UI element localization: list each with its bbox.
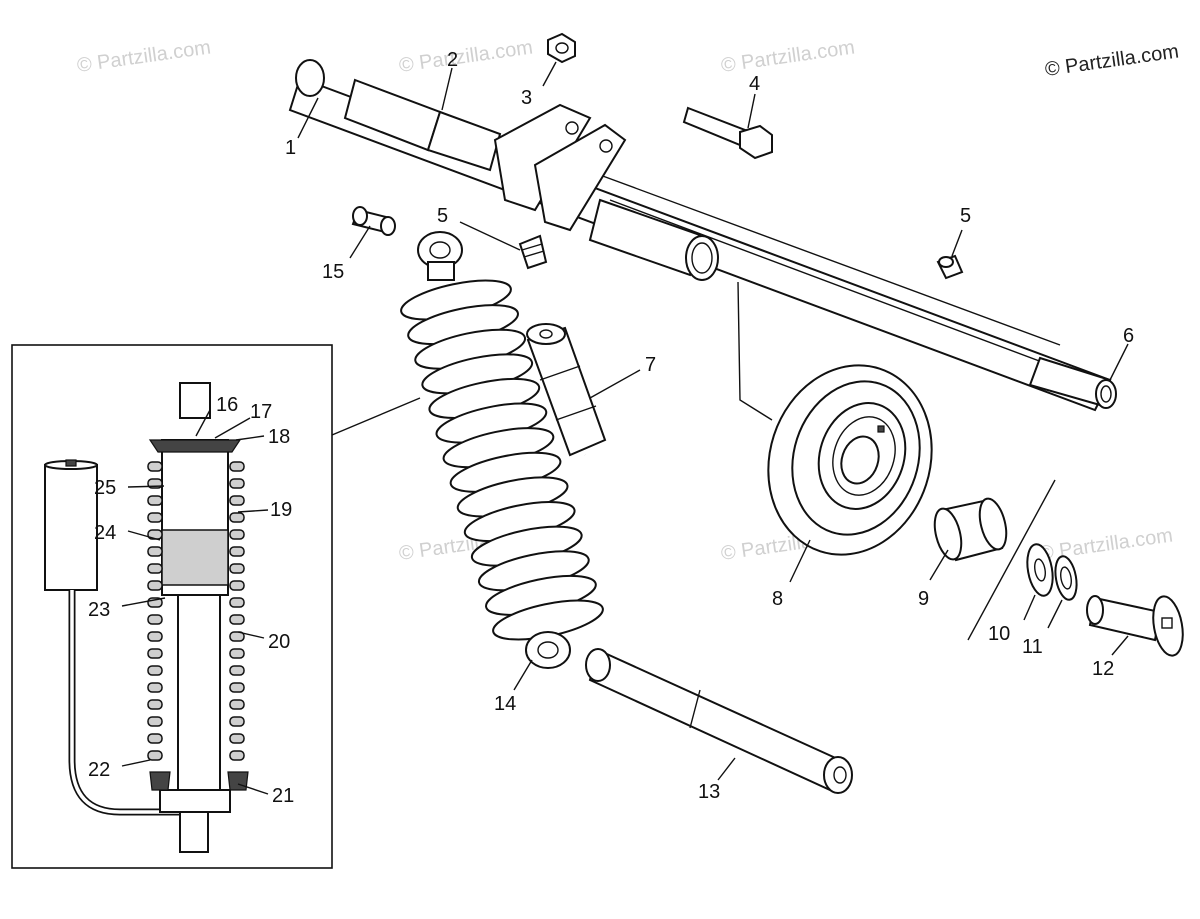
callout-25: 25 — [94, 477, 116, 499]
callout-15: 15 — [322, 261, 344, 283]
spring-coil-section — [229, 495, 245, 506]
callout-3: 3 — [521, 87, 532, 109]
callout-22: 22 — [88, 759, 110, 781]
spring-coil-section — [147, 563, 163, 574]
spring-coil-section — [147, 682, 163, 693]
spring-coil-section — [229, 478, 245, 489]
callout-1: 1 — [285, 137, 296, 159]
spring-coil-section — [147, 461, 163, 472]
idler-wheel — [737, 281, 933, 556]
spring-coil-section — [229, 733, 245, 744]
spacer — [933, 497, 1008, 562]
callout-20: 20 — [268, 631, 290, 653]
copyright-watermark: © Partzilla.com — [1044, 40, 1181, 81]
spring-coil-section — [229, 546, 245, 557]
callout-2: 2 — [447, 49, 458, 71]
callout-9: 9 — [918, 588, 929, 610]
callout-17: 17 — [250, 401, 272, 423]
spring-coil-section — [147, 546, 163, 557]
leader-lines — [121, 61, 1129, 795]
grease-fitting — [518, 234, 548, 270]
spring-coil-section — [147, 580, 163, 591]
grease-fitting — [936, 254, 964, 280]
callout-14: 14 — [494, 693, 516, 715]
spring-coil-section — [229, 665, 245, 676]
shoulder-bolt — [1086, 595, 1184, 657]
callout-24: 24 — [94, 522, 116, 544]
spring-coil-section — [229, 648, 245, 659]
callout-6: 6 — [1123, 325, 1134, 347]
spring-coil-section — [229, 529, 245, 540]
callout-13: 13 — [698, 781, 720, 803]
watermark: © Partzilla.com — [76, 36, 213, 77]
spring-coil-section — [147, 733, 163, 744]
spring-coil-section — [229, 631, 245, 642]
spring-coil-section — [229, 699, 245, 710]
cutaway-inset — [11, 344, 333, 869]
callout-23: 23 — [88, 599, 110, 621]
callout-5a: 5 — [437, 205, 448, 227]
spring-coil-section — [147, 631, 163, 642]
spring-coil-section — [147, 665, 163, 676]
watermark: © Partzilla.com — [720, 36, 857, 77]
callout-10: 10 — [988, 623, 1010, 645]
callout-21: 21 — [272, 785, 294, 807]
spring-coil-section — [229, 512, 245, 523]
nut — [547, 32, 576, 64]
rear-axle-shaft — [288, 59, 1117, 412]
bushing — [351, 206, 396, 236]
callout-18: 18 — [268, 426, 290, 448]
spring-coil-section — [229, 580, 245, 591]
spring-coil-section — [147, 495, 163, 506]
bolt — [682, 106, 773, 160]
spring-coil-section — [147, 648, 163, 659]
spring-coil-section — [147, 512, 163, 523]
callout-12: 12 — [1092, 658, 1114, 680]
callout-16: 16 — [216, 394, 238, 416]
spring-coil-section — [147, 716, 163, 727]
callout-19: 19 — [270, 499, 292, 521]
lower-shaft — [585, 648, 853, 794]
spring-coil-section — [229, 461, 245, 472]
spring-coil-section — [229, 716, 245, 727]
watermark: © Partzilla.com — [398, 36, 535, 77]
shock-absorber — [400, 231, 617, 669]
spring-coil-section — [229, 563, 245, 574]
callout-4: 4 — [749, 73, 760, 95]
callout-8: 8 — [772, 588, 783, 610]
callout-labels: 1 2 3 4 5 5 6 7 8 9 10 11 12 13 14 15 16… — [88, 49, 1134, 807]
callout-5b: 5 — [960, 205, 971, 227]
spring-coil-section — [229, 750, 245, 761]
spring-coil-section — [147, 614, 163, 625]
spring-coil-section — [229, 597, 245, 608]
spring-coil-section — [147, 750, 163, 761]
lock-washer — [1054, 555, 1078, 601]
spring-coil-section — [229, 682, 245, 693]
callout-11: 11 — [1022, 636, 1043, 658]
washer — [1026, 543, 1054, 597]
callout-7: 7 — [645, 354, 656, 376]
spring-coil-section — [229, 614, 245, 625]
spring-coil-section — [147, 699, 163, 710]
